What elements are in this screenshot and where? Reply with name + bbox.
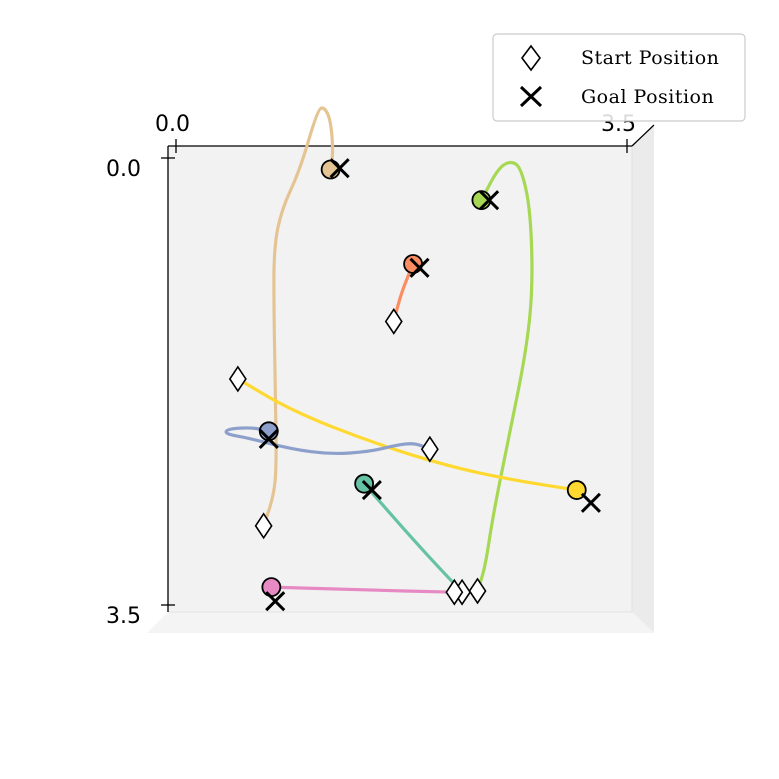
trajectory-line-5 [224,426,432,456]
trajectory-line-7 [269,585,456,594]
start-marker-1 [254,512,273,540]
end-marker-3 [403,254,423,274]
legend-x-icon [519,85,543,108]
trajectory-line-3 [392,262,415,324]
start-marker-3 [384,308,403,335]
y-tick-label-end: 3.5 [106,604,141,629]
start-marker-7 [445,578,464,606]
trajectory-line-2 [475,160,534,593]
trajectory-line-4 [236,377,579,492]
start-marker-5 [420,435,439,463]
trajectory-markers [228,158,601,612]
goal-marker-5 [258,428,279,450]
goal-marker-1 [329,158,350,179]
goal-marker-4 [580,492,601,513]
goal-marker-7 [265,591,286,612]
end-marker-7 [261,577,282,598]
goal-marker-3 [409,257,430,278]
legend-label-goal: Goal Position [581,86,714,108]
legend-diamond-icon [521,44,541,72]
floor-pane [147,612,654,633]
legend-box [492,33,746,122]
trajectory-line-6 [362,482,464,594]
legend: Start Position Goal Position [492,33,746,122]
start-marker-2 [468,577,487,605]
y-tick-label-start: 0.0 [106,157,141,182]
start-marker-4 [228,365,247,393]
x-tick-label-start: 0.0 [155,112,190,137]
goal-marker-6 [361,479,382,501]
right-pane [632,125,654,633]
back-pane [168,146,632,612]
legend-label-start: Start Position [581,47,719,69]
x-axis-extension [631,124,655,147]
goal-marker-2 [479,190,500,211]
